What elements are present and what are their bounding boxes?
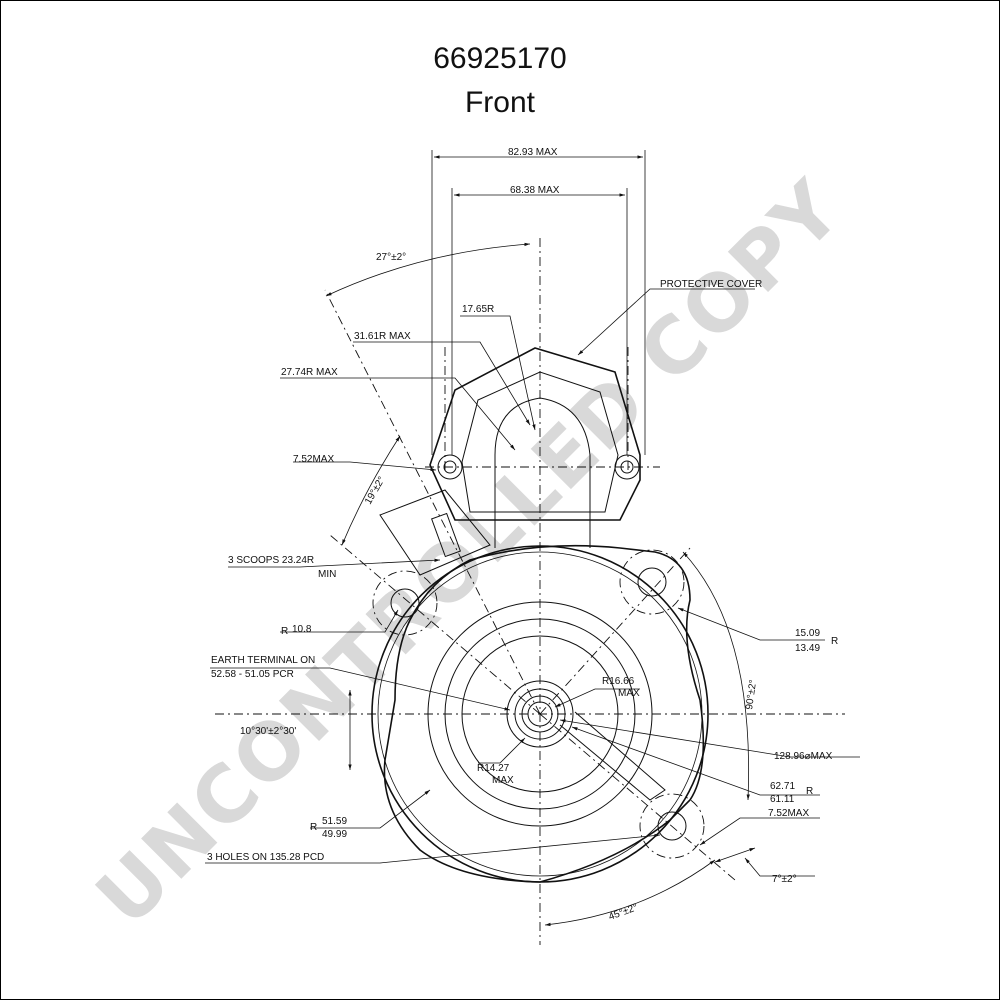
label-r-51-upper: 51.59 [322,816,347,827]
label-width-inner: 68.38 MAX [510,185,560,196]
label-r-27-74: 27.74R MAX [281,367,338,378]
label-r-15-upper: 15.09 [795,628,820,639]
label-r-62-upper: 62.71 [770,781,795,792]
label-angle-90: 90°±2° [744,679,759,710]
label-r-10-8: 10.8 [292,624,312,635]
label-r-14-27-1: R14.27 [477,763,510,774]
label-angle-10: 10°30'±2°30' [240,726,296,737]
dimension-labels: 82.93 MAX 68.38 MAX 27°±2° PROTECTIVE CO… [207,147,838,923]
part-number-title: 66925170 [433,42,567,75]
label-r-51-prefix: R [310,822,317,833]
view-title: Front [464,86,536,119]
label-angle-7: 7°±2° [772,874,797,885]
label-d-7-52-b: 7.52MAX [768,808,809,819]
label-r-16-66-2: MAX [618,688,640,699]
label-holes: 3 HOLES ON 135.28 PCD [207,852,324,863]
label-r-62-lower: 61.11 [770,794,795,805]
label-r-16-66-1: R16.66 [602,676,635,687]
label-scoops-2: MIN [318,569,336,580]
label-d-7-52: 7.52MAX [293,454,334,465]
label-r-14-27-2: MAX [492,775,514,786]
label-r-15-suffix: R [831,636,838,647]
label-angle-19: 19°±2° [363,475,388,507]
label-angle-top: 27°±2° [376,252,406,263]
centerlines [215,238,845,945]
dimension-lines [205,150,860,927]
label-width-outer: 82.93 MAX [508,147,558,158]
label-earth-1: EARTH TERMINAL ON [211,655,315,666]
label-r-prefix: R [281,626,288,637]
label-r-15-lower: 13.49 [795,643,820,654]
label-r-51-lower: 49.99 [322,829,347,840]
label-earth-2: 52.58 - 51.05 PCR [211,669,294,680]
protective-cover [379,347,641,576]
label-angle-45: 45°±2° [607,902,639,923]
label-scoops-1: 3 SCOOPS 23.24R [228,555,314,566]
label-r-62-suffix: R [806,786,813,797]
label-r-17-65: 17.65R [462,304,494,315]
label-dia-128: 128.96⌀MAX [774,751,833,762]
label-protective-cover: PROTECTIVE COVER [660,279,762,290]
label-r-31-61: 31.61R MAX [354,331,411,342]
